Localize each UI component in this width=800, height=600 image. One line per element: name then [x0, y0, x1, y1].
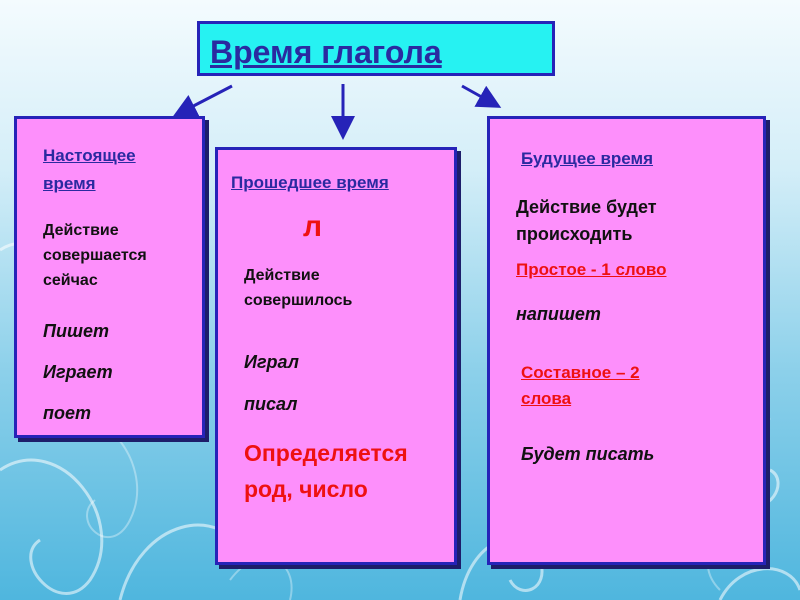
title-box: Время глагола — [197, 21, 555, 76]
present-desc-line1: Действие — [43, 222, 119, 239]
page-title: Время глагола — [210, 34, 442, 70]
future-compound-example: Будет писать — [521, 444, 655, 464]
past-note-line2: род, число — [244, 476, 368, 502]
present-heading-line2: время — [43, 174, 96, 193]
past-heading: Прошедшее время — [231, 173, 389, 192]
present-heading-line1: Настоящее — [43, 146, 136, 165]
future-tense-panel: Будущее время Действие будет происходить… — [487, 116, 766, 565]
arrow-to-future — [461, 84, 502, 108]
future-compound-line1: Составное – 2 — [521, 363, 640, 382]
past-desc-line2: совершилось — [244, 292, 353, 309]
future-compound-line2: слова — [521, 389, 572, 408]
future-desc-line1: Действие будет — [516, 197, 657, 217]
present-tense-panel: Настоящее время Действие совершается сей… — [14, 116, 205, 438]
arrow-to-present — [172, 84, 233, 117]
past-example-2: писал — [244, 394, 298, 414]
past-tense-panel: Прошедшее время л Действие совершилось И… — [215, 147, 457, 565]
present-desc-line3: сейчас — [43, 272, 98, 289]
present-desc-line2: совершается — [43, 247, 147, 264]
future-heading: Будущее время — [521, 149, 654, 168]
future-simple-label: Простое - 1 слово — [516, 260, 667, 279]
future-simple-example: напишет — [516, 304, 601, 324]
future-desc-line2: происходить — [516, 224, 633, 244]
past-desc-line1: Действие — [244, 267, 320, 284]
past-note-line1: Определяется — [244, 440, 408, 466]
past-suffix: л — [303, 210, 323, 243]
present-example-1: Пишет — [43, 321, 109, 341]
present-example-3: поет — [43, 403, 92, 423]
present-example-2: Играет — [43, 362, 113, 382]
past-example-1: Играл — [244, 352, 299, 372]
